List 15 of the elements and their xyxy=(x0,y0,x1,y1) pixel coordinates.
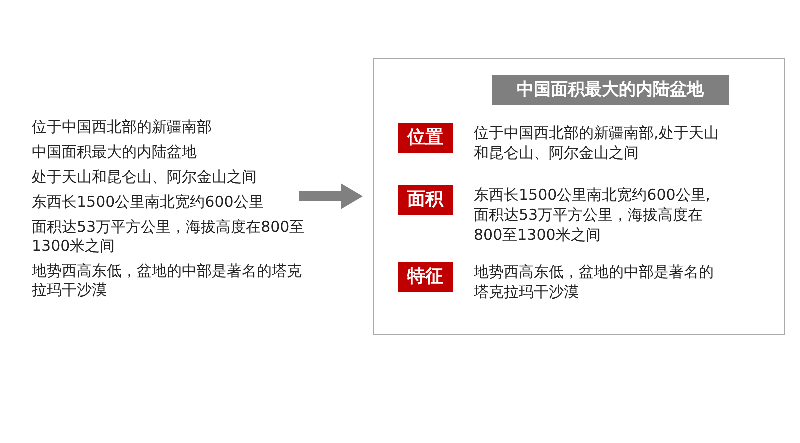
arrow xyxy=(299,184,363,210)
content-panel xyxy=(373,58,785,335)
description-text: 地势西高东低，盆地的中部是著名的塔克拉玛干沙漠 xyxy=(474,262,715,302)
text-line: 东西长1500公里南北宽约600公里 xyxy=(32,193,265,212)
label-tag: 特征 xyxy=(398,262,453,292)
text-line: 位于中国西北部的新疆南部 xyxy=(32,118,213,137)
description-text: 东西长1500公里南北宽约600公里,面积达53万平方公里，海拔高度在800至1300米之间 xyxy=(474,185,712,245)
heading-band: 中国面积最大的内陆盆地 xyxy=(492,75,729,105)
label-tag: 位置 xyxy=(398,123,453,153)
text-line: 处于天山和昆仑山、阿尔金山之间 xyxy=(32,168,258,187)
text-line: 中国面积最大的内陆盆地 xyxy=(32,143,198,162)
description-text: 位于中国西北部的新疆南部,处于天山和昆仑山、阿尔金山之间 xyxy=(474,123,720,163)
text-line: 地势西高东低，盆地的中部是著名的塔克拉玛干沙漠 xyxy=(32,262,303,300)
label-tag: 面积 xyxy=(398,185,453,215)
text-line: 面积达53万平方公里，海拔高度在800至1300米之间 xyxy=(32,218,306,256)
